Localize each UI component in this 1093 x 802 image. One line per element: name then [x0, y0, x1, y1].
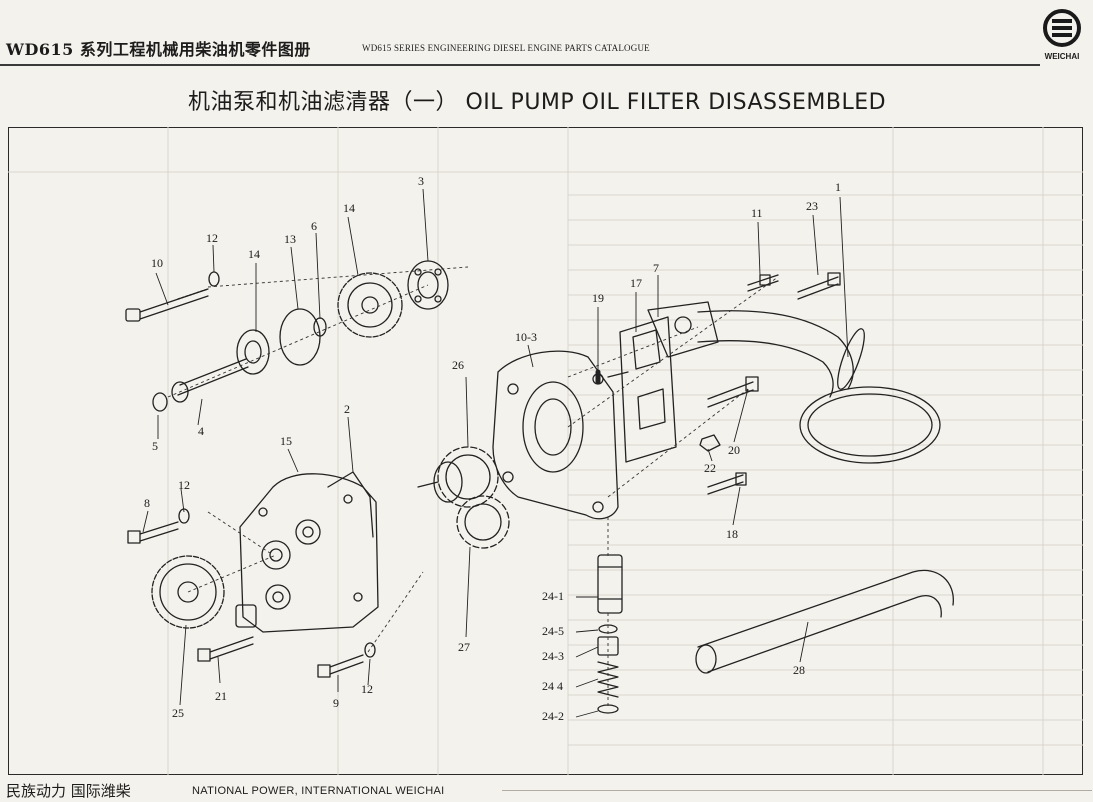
part-4-shaft — [171, 358, 249, 403]
part-23-bolt — [797, 272, 841, 300]
callout-25: 25 — [172, 706, 184, 720]
callout-26: 26 — [452, 358, 464, 372]
weichai-logo: WEICHAI — [1036, 6, 1086, 64]
callout-11: 11 — [751, 206, 763, 220]
drawing-frame — [8, 127, 1083, 775]
part-14-bearing — [236, 329, 270, 375]
part-10-3-pump-housing — [492, 350, 619, 520]
part-1-suction-pipe — [647, 301, 941, 464]
part-25-drive-gear — [151, 555, 225, 629]
callout-22: 22 — [704, 461, 716, 475]
callout-21: 21 — [215, 689, 227, 703]
part-2-bracket — [327, 471, 374, 538]
callout-19: 19 — [592, 291, 604, 305]
callout-24-5: 24-5 — [542, 624, 564, 638]
callout-5: 5 — [152, 439, 158, 453]
callout-27: 27 — [458, 640, 470, 654]
part-12-washer-top — [208, 271, 220, 287]
callout-15: 15 — [280, 434, 292, 448]
part-11-stud — [747, 274, 779, 292]
catalogue-title-cn: WD615 系列工程机械用柴油机零件图册 — [6, 40, 311, 59]
part-12-washer-bottom — [364, 642, 376, 658]
part-14-idler-gear — [337, 272, 403, 338]
part-22-nut — [699, 434, 721, 452]
footer-slogan-cn: 民族动力 国际潍柴 — [6, 782, 131, 800]
callout-20: 20 — [728, 443, 740, 457]
callout-2: 2 — [344, 402, 350, 416]
callout-14a: 14 — [343, 201, 355, 215]
part-15-pump-cover — [235, 473, 379, 633]
part-7-17-gaskets — [607, 316, 677, 463]
callout-6: 6 — [311, 219, 317, 233]
catalogue-footer: 民族动力 国际潍柴 NATIONAL POWER, INTERNATIONAL … — [6, 780, 1093, 802]
header-rule — [0, 64, 1040, 66]
part-13-snap-ring — [279, 308, 321, 366]
callout-14b: 14 — [248, 247, 260, 261]
callout-17: 17 — [630, 276, 642, 290]
part-8-bolt — [127, 521, 179, 544]
callout-12c: 12 — [361, 682, 373, 696]
catalogue-header: WD615 系列工程机械用柴油机零件图册 WD615 SERIES ENGINE… — [0, 0, 1093, 70]
exploded-view-drawing: 1234567891010-31112121213141415171819202… — [8, 127, 1083, 775]
callout-10: 10 — [151, 256, 163, 270]
callout-23: 23 — [806, 199, 818, 213]
part-20-bolt — [707, 376, 759, 408]
callout-24-1: 24-1 — [542, 589, 564, 603]
callout-1: 1 — [835, 180, 841, 194]
page-title: 机油泵和机油滤清器（一） OIL PUMP OIL FILTER DISASSE… — [188, 90, 887, 115]
weichai-logo-icon — [1043, 9, 1081, 47]
callout-4: 4 — [198, 424, 204, 438]
callout-leaders — [142, 188, 849, 718]
part-24-1-valve-plunger — [597, 554, 623, 614]
part-9-bolt — [317, 654, 364, 678]
callout-3: 3 — [418, 174, 424, 188]
callout-12a: 12 — [206, 231, 218, 245]
callout-24-4: 24 4 — [542, 679, 563, 693]
part-callouts: 1234567891010-31112121213141415171819202… — [144, 174, 841, 723]
part-18-bolt — [707, 472, 747, 495]
part-10-bolt — [125, 288, 209, 322]
callout-24-3: 24-3 — [542, 649, 564, 663]
part-3-bearing — [407, 260, 449, 310]
footer-slogan-en: NATIONAL POWER, INTERNATIONAL WEICHAI — [192, 785, 445, 797]
assembly-axis-lines — [167, 266, 779, 707]
footer-rule — [502, 790, 1092, 791]
part-21-bolt — [197, 636, 254, 662]
callout-28: 28 — [793, 663, 805, 677]
callout-7: 7 — [653, 261, 659, 275]
catalogue-title-en: WD615 SERIES ENGINEERING DIESEL ENGINE P… — [362, 43, 650, 53]
callout-8: 8 — [144, 496, 150, 510]
part-28-hose — [695, 569, 954, 674]
part-24-2-washer — [597, 704, 619, 714]
bleed-through-table — [8, 127, 1083, 775]
callout-10-3: 10-3 — [515, 330, 537, 344]
callout-18: 18 — [726, 527, 738, 541]
callout-13: 13 — [284, 232, 296, 246]
part-5-washer — [152, 392, 168, 412]
logo-text: WEICHAI — [1044, 52, 1080, 61]
callout-12b: 12 — [178, 478, 190, 492]
callout-9: 9 — [333, 696, 339, 710]
callout-24-2: 24-2 — [542, 709, 564, 723]
